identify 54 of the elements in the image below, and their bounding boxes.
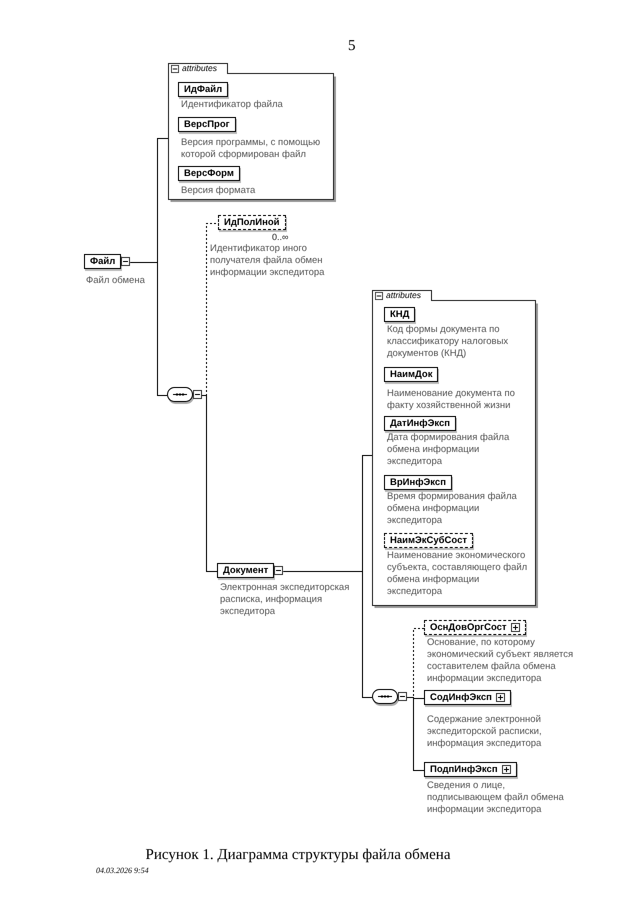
description-text: Идентификатор файла: [181, 99, 284, 111]
connector-line: [282, 571, 372, 698]
print-timestamp: 04.03.2026 9:54: [96, 866, 149, 876]
attributes-group: [372, 290, 538, 608]
element-box: [84, 254, 122, 269]
attributes-group: [168, 63, 336, 202]
element-name: ОснДовОргСост: [430, 622, 507, 634]
element-box: [217, 563, 274, 578]
description-text: Наименование документа по факту хозяйственной жизни: [387, 388, 516, 412]
element-name: Файл: [90, 256, 116, 268]
connector-line: [130, 262, 168, 396]
page-number: 5: [348, 37, 356, 55]
element-name: ВерсПрог: [184, 118, 230, 130]
description-text: Сведения о лице, подписывающем файл обмена информации экспедитора: [427, 780, 565, 816]
description-text: Время формирования файла обмена информации экспедитора: [387, 491, 518, 527]
connector-line: [406, 697, 424, 771]
description-text: Основание, по которому экономический субъект является составителем файла обмена информации экспедитора: [427, 637, 574, 685]
element-box: [384, 367, 438, 382]
description-text: Наименование экономического субъекта, составляющего файл обмена информации экспедитора: [387, 550, 528, 598]
element-box: [178, 82, 228, 97]
figure-caption: Рисунок 1. Диаграмма структуры файла обмена: [144, 846, 452, 864]
element-name: СодИнфЭксп: [430, 692, 492, 704]
description-text: Файл обмена: [86, 275, 145, 287]
element-box: [424, 690, 511, 705]
element-box: [178, 166, 240, 181]
group-label: attributes: [182, 64, 217, 73]
description-text: Идентификатор иного получателя файла обмен информации экспедитора: [210, 243, 326, 279]
element-box: [384, 416, 456, 431]
description-text: Версия формата: [181, 185, 256, 197]
element-name: НаимЭкСубСост: [390, 534, 468, 546]
element-name: Документ: [223, 564, 268, 576]
multiplicity-label: 0..∞: [272, 232, 288, 243]
element-name: ИдПолИной: [224, 216, 280, 228]
element-box: [218, 215, 286, 230]
element-name: ВерсФорм: [184, 168, 234, 180]
description-text: Код формы документа по классификатору налоговых документов (КНД): [387, 324, 510, 360]
element-box: [424, 620, 526, 635]
element-box: [384, 307, 416, 322]
element-name: ПодпИнфЭксп: [430, 764, 498, 776]
description-text: Версия программы, с помощью которой сформирован файл: [181, 137, 322, 161]
group-label: attributes: [386, 291, 421, 300]
element-box: [178, 117, 236, 132]
element-box: [424, 762, 517, 777]
element-name: КНД: [390, 308, 410, 320]
element-box: [384, 533, 474, 548]
description-text: Содержание электронной экспедиторской расписки, информация экспедитора: [427, 714, 543, 750]
element-name: ИдФайл: [184, 84, 222, 96]
description-text: Дата формирования файла обмена информации экспедитора: [387, 432, 510, 468]
connector-line: [202, 395, 218, 572]
element-name: ДатИнфЭксп: [390, 418, 450, 430]
element-name: НаимДок: [390, 368, 432, 380]
element-name: ВрИнфЭксп: [390, 476, 446, 488]
element-box: [384, 475, 452, 490]
description-text: Электронная экспедиторская расписка, информация экспедитора: [220, 582, 350, 618]
